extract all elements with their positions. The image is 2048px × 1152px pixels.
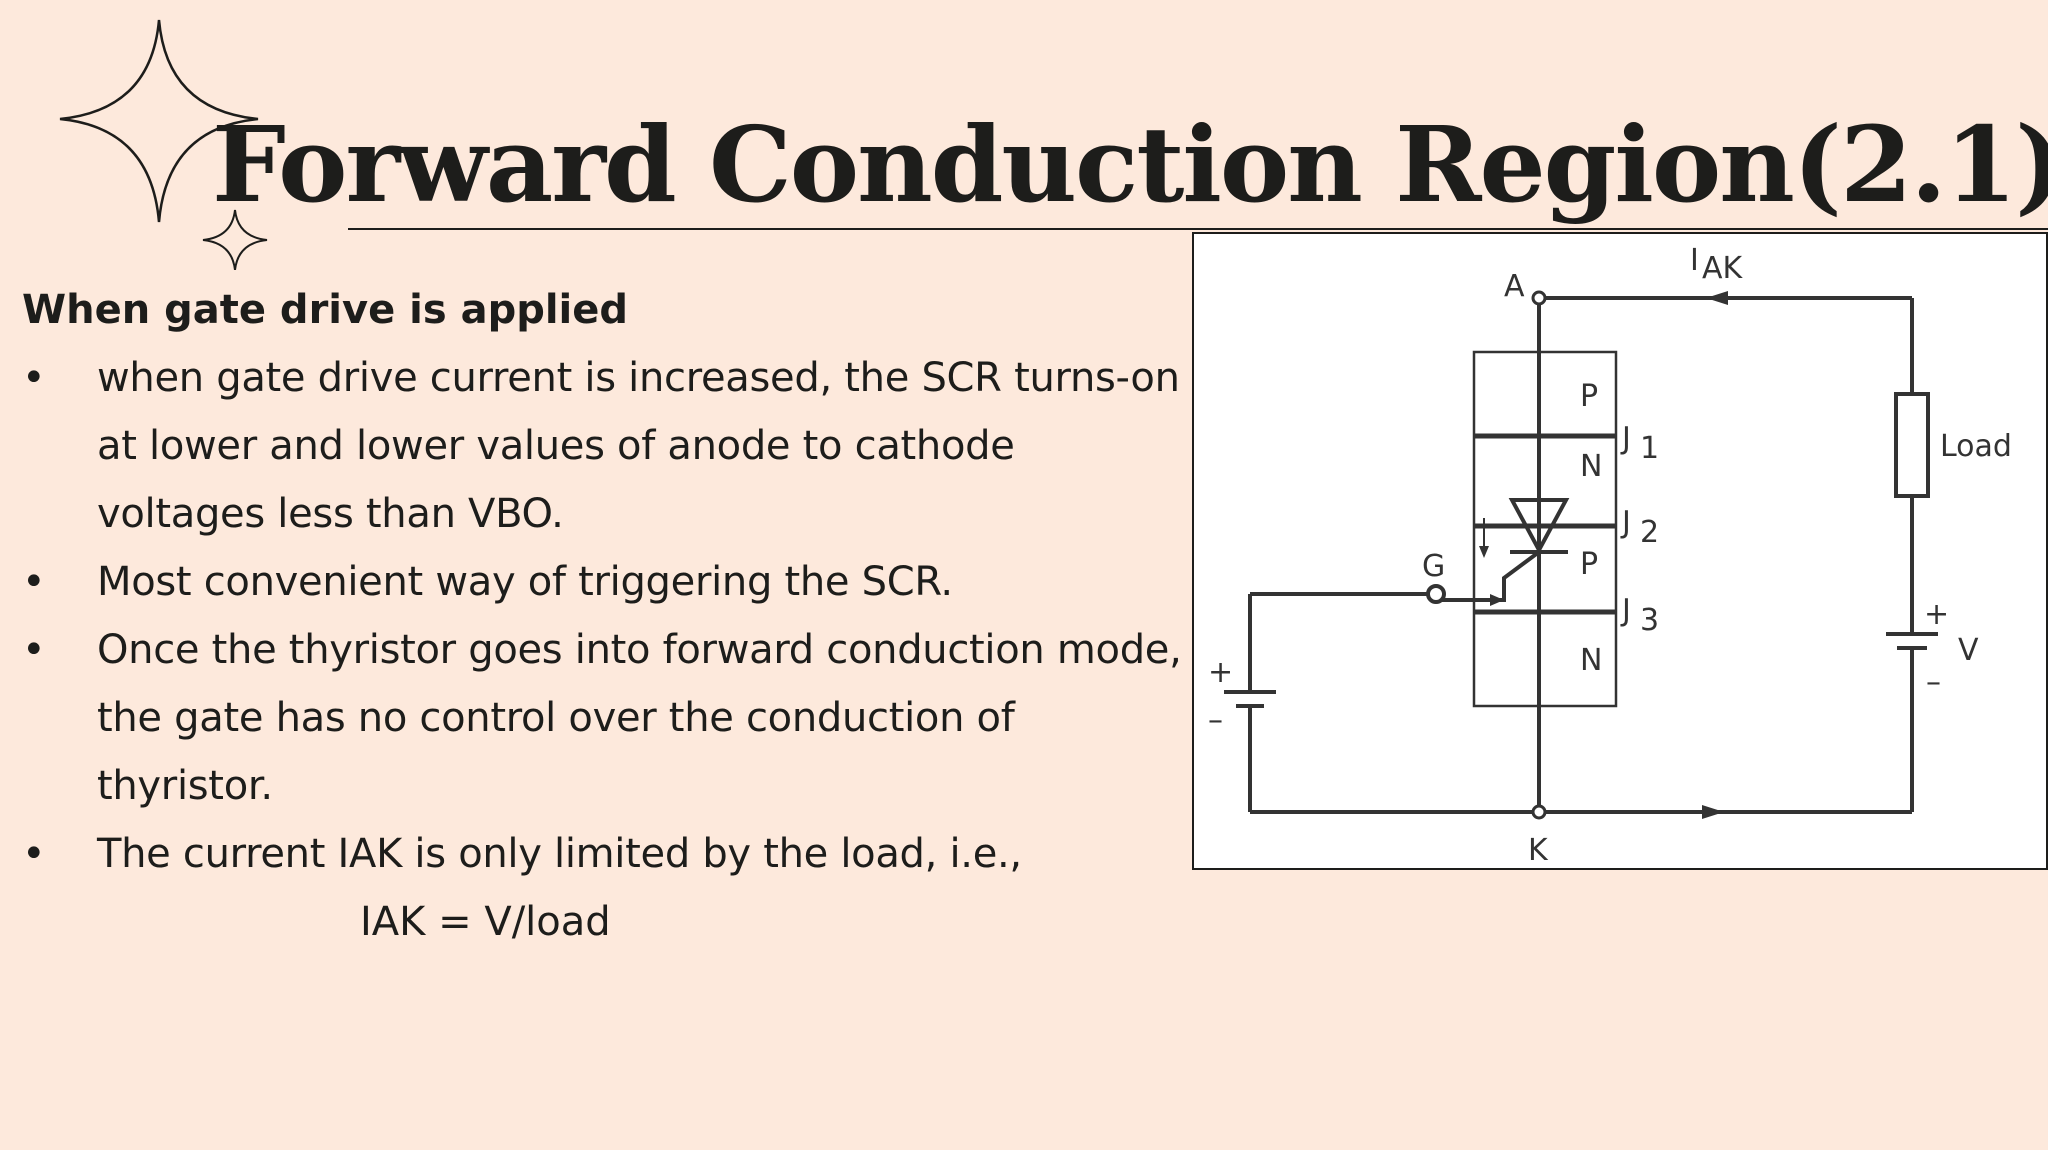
layer-label: N [1580, 449, 1602, 484]
gate-battery-minus: – [1208, 703, 1223, 738]
sparkle-decoration-icon [59, 19, 268, 270]
anode-terminal [1531, 290, 1547, 306]
gate-label: G [1422, 549, 1445, 584]
junction-label: J [1620, 421, 1631, 456]
bullet-dot: • [22, 831, 46, 877]
bullet-dot: • [22, 627, 46, 673]
bullet-text: Once the thyristor goes into forward con… [97, 627, 1182, 809]
current-arrow-top [1706, 291, 1728, 305]
junction-label: J [1620, 505, 1631, 540]
gate-terminal [1426, 584, 1446, 604]
layer-label: P [1580, 547, 1598, 582]
slide-content: When gate drive is applied • when gate d… [22, 280, 1182, 956]
junction-label-sub: 1 [1640, 431, 1659, 466]
title-underline [348, 228, 2048, 230]
bullet-item: • when gate drive current is increased, … [22, 344, 1182, 548]
thyristor-triangle [1508, 498, 1570, 555]
anode-label: A [1504, 269, 1525, 304]
gate-current-arrow [1490, 594, 1504, 606]
bullet-item: • Once the thyristor goes into forward c… [22, 616, 1182, 820]
cathode-terminal [1531, 804, 1547, 820]
current-label-sub: AK [1702, 251, 1744, 286]
thyristor-gate-lead [1442, 550, 1541, 602]
layer-label: P [1580, 379, 1598, 414]
junction-label: J [1620, 593, 1631, 628]
circuit-svg: I AK A K G P N P N J 1 J 2 J 3 Load V + … [1208, 243, 2012, 868]
current-label: I [1690, 243, 1699, 278]
current-arrow-bottom [1702, 805, 1724, 819]
voltage-minus: – [1926, 665, 1941, 700]
gate-battery-plus: + [1208, 655, 1233, 690]
scr-body [1472, 350, 1618, 708]
bullet-item: • Most convenient way of triggering the … [22, 548, 1182, 616]
trigger-arrow-head [1479, 546, 1489, 558]
subheading: When gate drive is applied [22, 287, 629, 333]
load-resistor [1894, 392, 1930, 498]
scr-circuit-diagram: I AK A K G P N P N J 1 J 2 J 3 Load V + … [1192, 232, 2048, 870]
layer-label: N [1580, 643, 1602, 678]
cathode-label: K [1528, 833, 1549, 868]
load-label: Load [1940, 429, 2012, 464]
bullet-text: when gate drive current is increased, th… [97, 355, 1180, 537]
bullet-list: • when gate drive current is increased, … [22, 344, 1182, 888]
bullet-item: • The current IAK is only limited by the… [22, 820, 1182, 888]
bullet-dot: • [22, 559, 46, 605]
bullet-text: Most convenient way of triggering the SC… [97, 559, 953, 605]
slide-title: Forward Conduction Region(2.1) [212, 103, 2048, 226]
junction-label-sub: 3 [1640, 603, 1659, 638]
bottom-strip [0, 1150, 2048, 1152]
voltage-label: V [1958, 633, 1979, 668]
voltage-plus: + [1924, 597, 1949, 632]
bullet-dot: • [22, 355, 46, 401]
junction-label-sub: 2 [1640, 515, 1659, 550]
formula: IAK = V/load [360, 899, 611, 945]
bullet-text: The current IAK is only limited by the l… [97, 831, 1022, 877]
